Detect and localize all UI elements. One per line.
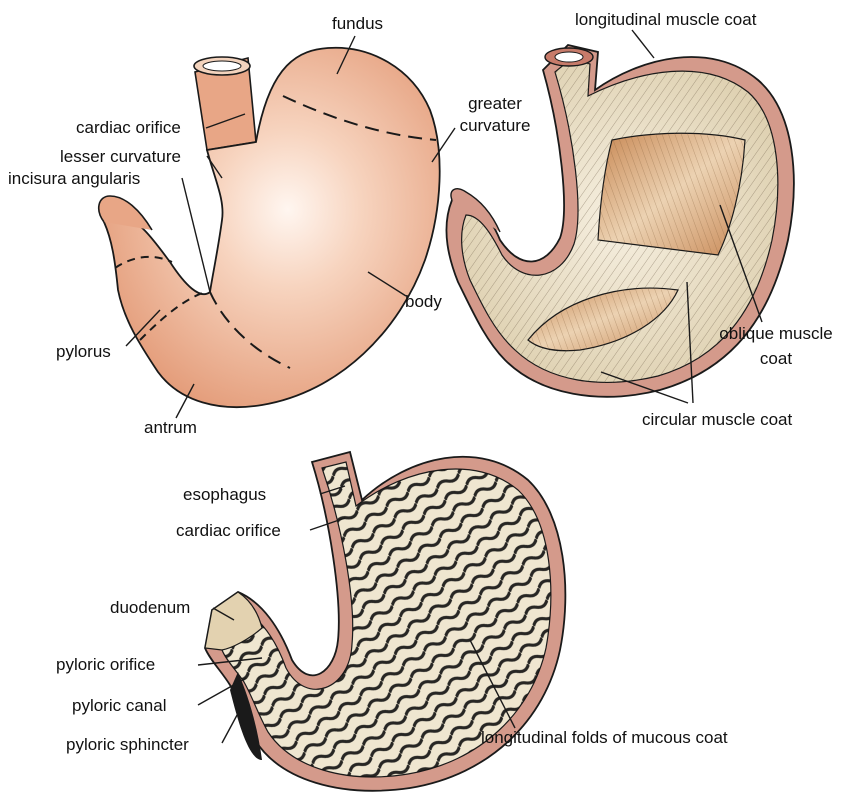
label-fundus: fundus	[332, 14, 383, 34]
label-greater-curvature-line1: greater	[455, 94, 535, 114]
label-cardiac-orifice-bottom: cardiac orifice	[176, 521, 281, 541]
label-longitudinal-folds: longitudinal folds of mucous coat	[481, 728, 728, 748]
label-oblique-muscle-coat-line1: oblique muscle	[708, 324, 844, 344]
label-circular-muscle-coat: circular muscle coat	[642, 410, 792, 430]
label-cardiac-orifice-top: cardiac orifice	[76, 118, 181, 138]
muscle-coat-stomach	[446, 30, 793, 403]
label-greater-curvature-line2: curvature	[449, 116, 541, 136]
label-pylorus: pylorus	[56, 342, 111, 362]
label-duodenum: duodenum	[110, 598, 190, 618]
exterior-stomach	[99, 36, 455, 418]
label-incisura-angularis: incisura angularis	[8, 169, 140, 189]
label-pyloric-canal: pyloric canal	[72, 696, 167, 716]
label-oblique-muscle-coat-line2: coat	[708, 349, 844, 369]
label-esophagus: esophagus	[183, 485, 266, 505]
label-lesser-curvature: lesser curvature	[60, 147, 181, 167]
label-body: body	[405, 292, 442, 312]
label-antrum: antrum	[144, 418, 197, 438]
label-pyloric-orifice: pyloric orifice	[56, 655, 155, 675]
label-pyloric-sphincter: pyloric sphincter	[66, 735, 189, 755]
label-longitudinal-muscle-coat: longitudinal muscle coat	[575, 10, 756, 30]
